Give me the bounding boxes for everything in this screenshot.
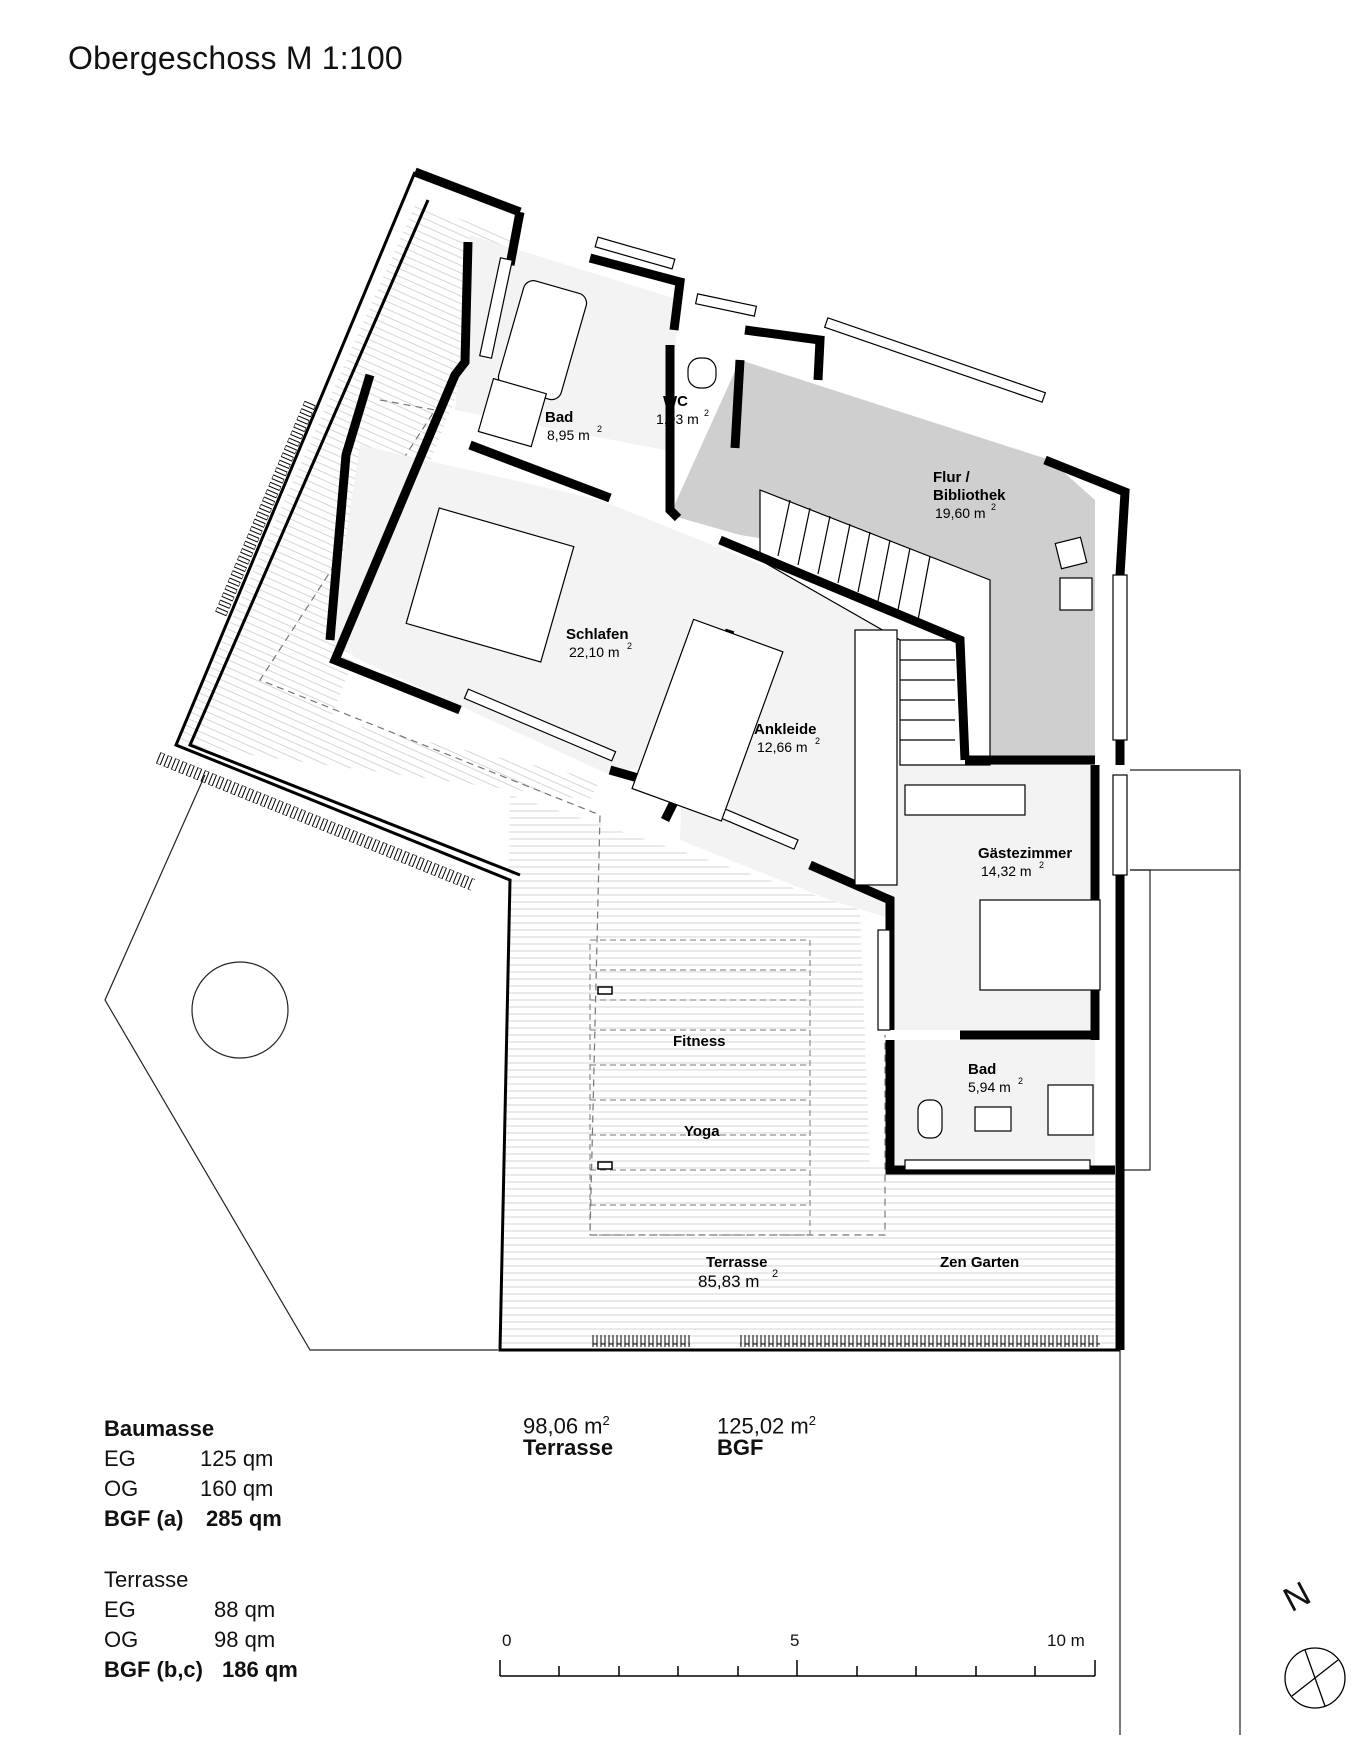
terrace-deck-south (500, 795, 1115, 1345)
gaestezimmer-sup: 2 (1039, 860, 1044, 870)
roof-overhang-dashed (259, 399, 886, 1236)
toilet-icon (687, 357, 717, 389)
bad2-sup: 2 (1018, 1076, 1023, 1086)
tree-icon (191, 961, 289, 1059)
bgf-total-sup: 2 (808, 1413, 816, 1428)
terrasse-name: Terrasse (706, 1254, 767, 1271)
ankleide-cabinet-icon (854, 629, 898, 886)
flur-sup: 2 (991, 502, 996, 512)
gaestezimmer-area: 14,32 m (981, 863, 1032, 879)
north-arrow-icon (1284, 1647, 1346, 1709)
bath2-floor (895, 1040, 1095, 1165)
shower-guest-icon (1047, 1084, 1094, 1136)
vent-grille-south-2 (740, 1335, 1100, 1347)
terrace-parapet (174, 171, 1120, 1352)
terrasse-sup: 2 (772, 1268, 778, 1280)
wc-guest-icon (917, 1099, 943, 1139)
bad1-area: 8,95 m (547, 427, 590, 443)
schlafen-name: Schlafen (566, 626, 629, 643)
flur-name-1: Flur / (933, 469, 970, 486)
vent-grille-west (215, 400, 316, 617)
room-labels: Bad 8,95 m 2 WC 1,93 m 2 Flur / Biblioth… (545, 393, 1072, 1291)
bgf-total-value: 125,02 m (717, 1413, 809, 1439)
wc-name: WC (663, 393, 688, 410)
furniture (405, 280, 1101, 1139)
fitness-name: Fitness (673, 1033, 726, 1050)
site-outline (104, 769, 1241, 1735)
guest-desk-icon (904, 784, 1026, 816)
wc-sup: 2 (704, 408, 709, 418)
flur-name-2: Bibliothek (933, 487, 1006, 504)
bad1-sup: 2 (597, 424, 602, 434)
ankleide-sup: 2 (815, 736, 820, 746)
armchair-icon (1054, 536, 1088, 570)
terrasse-total: 98,06 m2 Terrasse (523, 1413, 613, 1461)
bed-icon (405, 507, 575, 663)
terrasse-total-sup: 2 (602, 1413, 610, 1428)
side-table-icon (1059, 577, 1093, 611)
terrasse-total-label: Terrasse (523, 1435, 614, 1461)
vent-grille-southwest (155, 752, 476, 891)
plan-title: Obergeschoss M 1:100 (68, 40, 403, 76)
bgf-total: 125,02 m2 BGF (717, 1413, 816, 1461)
fitness-yoga-area (589, 939, 811, 1236)
wc-area: 1,93 m (656, 411, 699, 427)
bad1-name: Bad (545, 409, 573, 426)
terrasse-heading: Terrasse (104, 1567, 189, 1592)
zen-garten-name: Zen Garten (940, 1254, 1019, 1271)
bad2-name: Bad (968, 1061, 996, 1078)
scale-label-5: 5 (790, 1631, 800, 1650)
windows (463, 236, 1128, 1171)
bad2-area: 5,94 m (968, 1079, 1011, 1095)
yoga-name: Yoga (684, 1123, 720, 1140)
ankleide-area: 12,66 m (757, 739, 808, 755)
terrasse-area: 85,83 m (698, 1272, 759, 1291)
gaestezimmer-name: Gästezimmer (978, 845, 1072, 862)
scale-label-0: 0 (502, 1631, 512, 1650)
terrasse-total-value: 98,06 m (523, 1413, 603, 1439)
baumasse-row: BGF (a)285 qm (104, 1506, 282, 1531)
sink-icon (974, 1106, 1012, 1132)
baumasse-heading: Baumasse (104, 1416, 215, 1441)
vent-grille-south (590, 1335, 690, 1347)
terrasse-row: BGF (b,c)186 qm (104, 1657, 298, 1682)
schlafen-sup: 2 (627, 641, 632, 651)
flur-area: 19,60 m (935, 505, 986, 521)
ankleide-name: Ankleide (754, 721, 817, 738)
shower-icon (477, 377, 548, 448)
bgf-total-label: BGF (717, 1435, 764, 1461)
scale-label-10: 10 m (1047, 1631, 1085, 1650)
wardrobe-icon (631, 618, 784, 822)
schlafen-area: 22,10 m (569, 644, 620, 660)
guest-bed-icon (979, 899, 1101, 991)
flur-floor (670, 360, 1095, 765)
scale-bar (499, 1660, 1096, 1677)
